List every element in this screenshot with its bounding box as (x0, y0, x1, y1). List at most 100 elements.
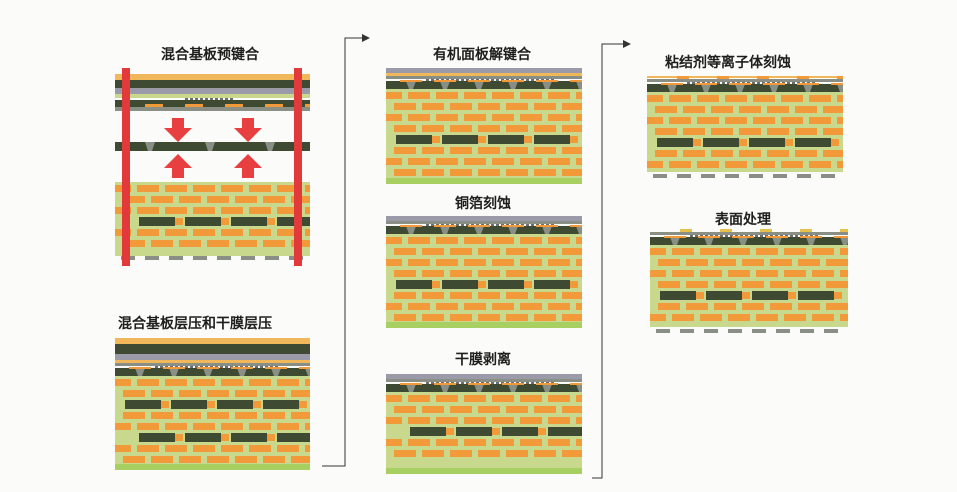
gap (145, 197, 148, 202)
copper-trace (394, 314, 416, 321)
copper-trace (697, 117, 719, 124)
copper-trace (548, 303, 570, 310)
core-block (534, 135, 570, 144)
copper-trace (277, 423, 299, 430)
copper-trace (506, 147, 528, 154)
gap (243, 208, 246, 213)
via-cone (576, 226, 582, 234)
step-label-plasma: 粘结剂等离子体刻蚀 (665, 55, 791, 71)
copper-trace (394, 248, 416, 255)
copper-trace (770, 303, 792, 310)
copper-trace (137, 423, 159, 430)
dark-rdl-layer (647, 84, 843, 92)
gap (201, 197, 204, 202)
copper-trace (795, 128, 817, 135)
copper-trace (728, 270, 750, 277)
via-cone (474, 226, 484, 234)
gap (542, 115, 545, 120)
via-plug (253, 401, 261, 408)
copper-trace (809, 117, 831, 124)
gap (764, 282, 767, 287)
gap (201, 391, 204, 396)
gap (722, 249, 725, 254)
copper-trace (305, 229, 310, 236)
copper-trace (137, 379, 159, 386)
micro-pad (730, 235, 733, 237)
via-plug (175, 218, 183, 225)
micro-pad (722, 82, 725, 84)
gap (789, 107, 792, 112)
top-pad (797, 76, 809, 79)
gap (416, 104, 419, 109)
copper-trace (534, 125, 556, 132)
dry-film (115, 338, 310, 344)
gap (733, 151, 736, 156)
copper-trace (492, 259, 514, 266)
copper-trace (277, 379, 299, 386)
micro-pad (757, 82, 760, 84)
gap (803, 96, 806, 101)
gap (556, 126, 559, 131)
gap (131, 230, 134, 235)
copper-trace (249, 445, 271, 452)
copper-trace (450, 248, 472, 255)
dark-layer (115, 344, 310, 354)
micro-pad (752, 82, 755, 84)
copper-trace (263, 456, 285, 463)
copper-trace (728, 248, 750, 255)
gap (458, 93, 461, 98)
copper-trace (408, 395, 430, 402)
via-plug (570, 136, 578, 143)
gap (817, 151, 820, 156)
gap (691, 96, 694, 101)
copper-trace (562, 292, 582, 299)
gap (570, 93, 573, 98)
copper-trace (823, 150, 843, 157)
gap (271, 186, 274, 191)
core-block (749, 138, 785, 147)
micro-pad (185, 366, 188, 368)
via-cone (440, 226, 450, 234)
gap (257, 241, 260, 246)
gap (694, 249, 697, 254)
copper-trace (837, 161, 843, 168)
rdl-line (536, 383, 558, 385)
gap (820, 282, 823, 287)
copper-trace (534, 270, 556, 277)
gap (789, 129, 792, 134)
copper-trace (520, 303, 542, 310)
gap (528, 451, 531, 456)
bottom-pad (752, 329, 766, 333)
copper-trace (386, 259, 402, 266)
copper-trace (647, 117, 663, 124)
via-cone (237, 368, 247, 376)
via-cone (508, 81, 518, 89)
micro-pad (531, 224, 534, 226)
copper-trace (520, 158, 542, 165)
via-plug (432, 136, 440, 143)
copper-trace (548, 439, 570, 446)
gap (402, 115, 405, 120)
copper-trace (436, 417, 458, 424)
gap (159, 186, 162, 191)
micro-pad (431, 382, 434, 384)
copper-trace (408, 114, 430, 121)
gap (215, 208, 218, 213)
gap (806, 271, 809, 276)
top-pad (757, 76, 769, 79)
copper-trace (394, 125, 416, 132)
gap (542, 440, 545, 445)
gap (677, 107, 680, 112)
gap (556, 170, 559, 175)
copper-trace (823, 128, 843, 135)
copper-trace (137, 229, 159, 236)
bottom-pad (704, 329, 718, 333)
copper-trace (151, 456, 173, 463)
gap (556, 451, 559, 456)
gap (542, 93, 545, 98)
gap (416, 315, 419, 320)
copper-trace (548, 417, 570, 424)
micro-pad (431, 79, 434, 81)
copper-trace (781, 95, 803, 102)
via-plug (478, 136, 486, 143)
